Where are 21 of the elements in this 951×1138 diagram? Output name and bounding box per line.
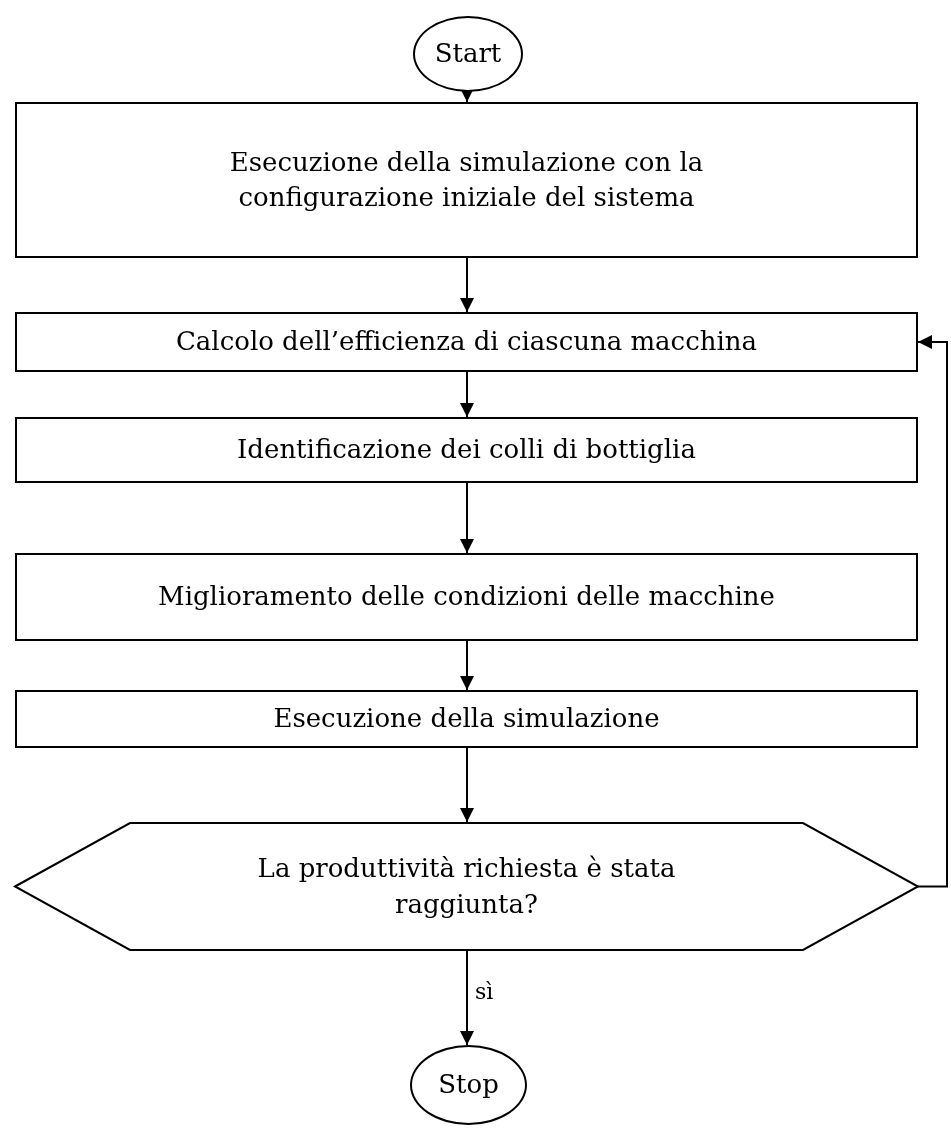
node-text: Stop (438, 1068, 499, 1102)
node-text: Esecuzione della simulazione con la configurazione iniziale del sistema (228, 145, 705, 214)
arrow (460, 950, 474, 1046)
process-box (15, 553, 918, 641)
node-text: Start (434, 37, 502, 71)
node-text: Miglioramento delle condizioni delle macchine (158, 580, 775, 614)
process-box (15, 417, 918, 483)
process-box (15, 102, 918, 258)
process-box (15, 312, 918, 372)
node-text: Identificazione dei colli di bottiglia (237, 433, 696, 467)
decision-hexagon (15, 822, 918, 951)
node-text: Esecuzione della simulazione (273, 702, 660, 736)
process-box (15, 690, 918, 748)
arrow (460, 371, 474, 418)
arrow (917, 335, 948, 888)
node-text: La produttività richiesta è stata raggiunta? (256, 852, 677, 921)
node-text: Calcolo dell’efficienza di ciascuna macchina (175, 325, 758, 359)
arrow (460, 640, 474, 691)
arrow (460, 482, 474, 554)
arrow (460, 747, 474, 823)
arrow (460, 257, 474, 313)
